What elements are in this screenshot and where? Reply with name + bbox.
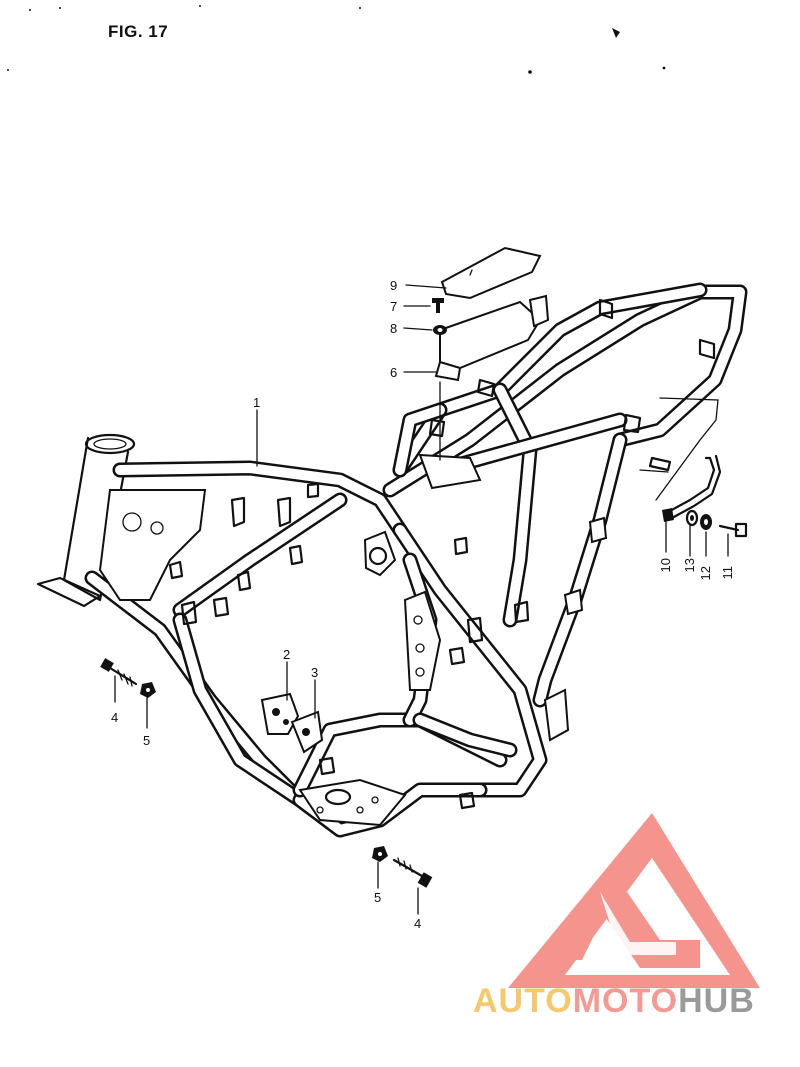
figure-title: FIG. 17 bbox=[108, 22, 169, 41]
automotohub-logo bbox=[508, 813, 760, 988]
rear-bracket-outline bbox=[639, 397, 719, 501]
watermark-hub: HUB bbox=[678, 982, 755, 1020]
part-3-plate bbox=[290, 710, 324, 754]
callout-1: 1 bbox=[253, 395, 261, 410]
callout-3: 3 bbox=[311, 665, 319, 680]
frame-tabs bbox=[168, 298, 716, 810]
part-4-bolt-left bbox=[100, 658, 138, 687]
callout-2: 2 bbox=[283, 647, 291, 662]
part-6-bracket bbox=[434, 294, 550, 382]
watermark-auto: AUTO bbox=[473, 982, 573, 1020]
watermark-moto: MOTO bbox=[572, 982, 679, 1020]
callout-5-bottom: 5 bbox=[374, 890, 382, 905]
callout-5-left: 5 bbox=[143, 733, 151, 748]
part-5-nut-left bbox=[140, 682, 156, 698]
callout-7: 7 bbox=[390, 299, 398, 314]
part-7-bolt bbox=[432, 298, 444, 313]
automotohub-watermark: AUTOMOTOHUB bbox=[473, 984, 755, 1018]
callout-13: 13 bbox=[682, 558, 697, 573]
gusset-plates bbox=[98, 453, 608, 827]
callout-12: 12 bbox=[698, 566, 713, 581]
leader-lines bbox=[114, 284, 729, 915]
callout-6: 6 bbox=[390, 365, 398, 380]
callout-8: 8 bbox=[390, 321, 398, 336]
part-10-clamp bbox=[662, 454, 722, 522]
frame-tubes bbox=[84, 282, 748, 838]
part-5-nut-bottom bbox=[372, 846, 388, 862]
part-8-washer bbox=[433, 325, 447, 335]
callout-11: 11 bbox=[720, 566, 735, 580]
callout-4-left: 4 bbox=[111, 710, 119, 725]
part-13-washer bbox=[685, 509, 699, 527]
part-12-nut bbox=[700, 514, 712, 530]
part-11-bolt bbox=[718, 522, 748, 538]
callout-10: 10 bbox=[658, 558, 673, 573]
part-4-bolt-bottom bbox=[392, 857, 433, 888]
scan-speckles bbox=[7, 5, 666, 74]
callout-4-bottom: 4 bbox=[414, 916, 422, 931]
part-9-cover bbox=[440, 246, 542, 300]
part-2-plate bbox=[260, 692, 300, 735]
callout-9: 9 bbox=[390, 278, 398, 293]
